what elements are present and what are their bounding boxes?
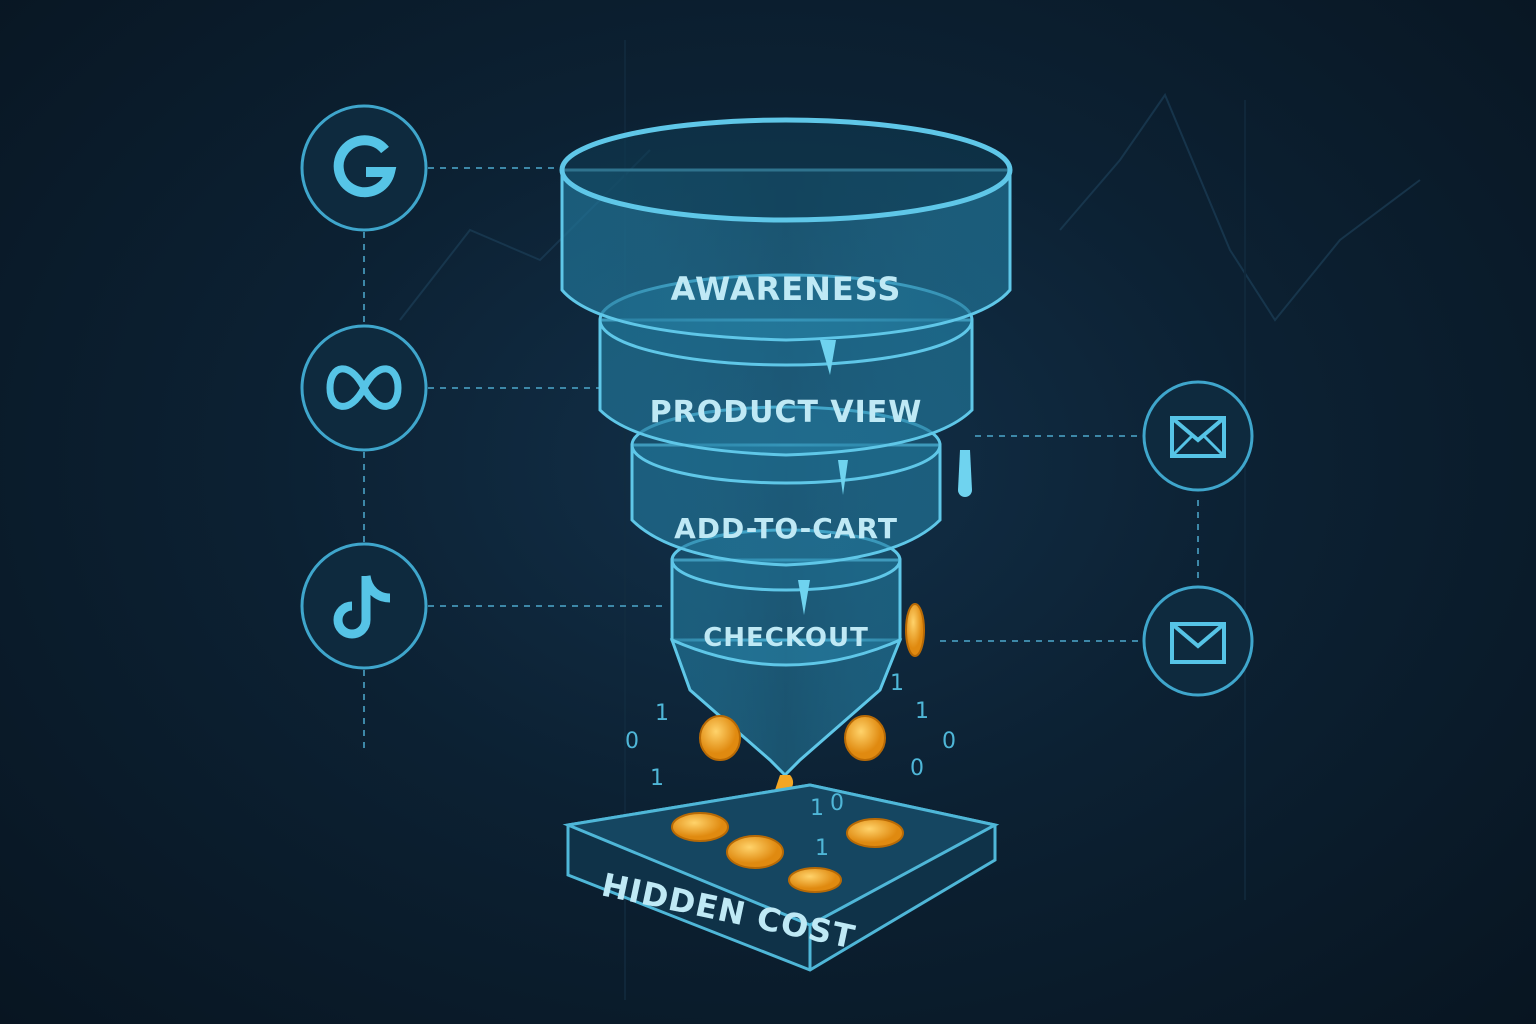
stage-label-add-to-cart: ADD-TO-CART — [674, 512, 898, 545]
binary-digit: 0 — [942, 729, 956, 754]
binary-digit: 1 — [650, 766, 664, 791]
tiktok-icon[interactable] — [300, 542, 428, 670]
stage-label-awareness: AWARENESS — [671, 270, 902, 308]
binary-digit: 1 — [890, 671, 904, 696]
binary-digit: 1 — [915, 699, 929, 724]
stage-label-checkout: CHECKOUT — [703, 623, 869, 653]
google-icon[interactable] — [300, 104, 428, 232]
email-open-icon[interactable] — [1142, 380, 1254, 492]
email-icon[interactable] — [1142, 585, 1254, 697]
binary-digit: 0 — [910, 756, 924, 781]
coins — [671, 603, 925, 893]
binary-digit: 1 — [655, 701, 669, 726]
drips — [775, 340, 972, 794]
binary-digit: 1 — [815, 836, 829, 861]
connector-lines — [363, 167, 1199, 750]
binary-digit: 0 — [830, 791, 844, 816]
meta-icon[interactable] — [300, 324, 428, 452]
stage-label-product-view: PRODUCT VIEW — [650, 395, 923, 430]
binary-digit: 0 — [625, 729, 639, 754]
funnel — [559, 117, 1013, 778]
binary-digit: 1 — [810, 796, 824, 821]
